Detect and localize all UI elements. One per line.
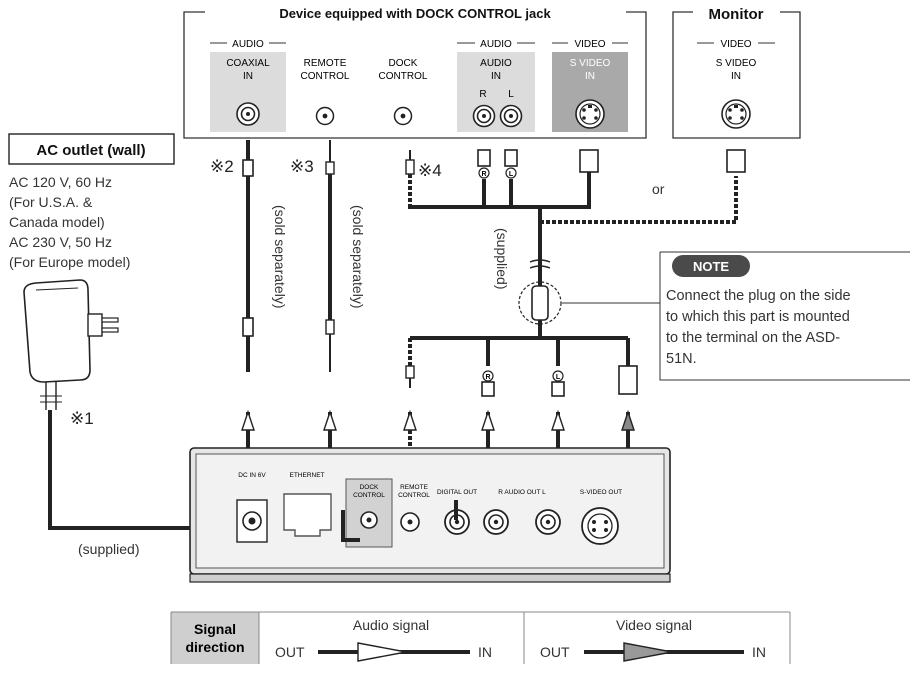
arrow-coaxial <box>241 409 255 431</box>
ac-outlet-section: AC outlet (wall) AC 120 V, 60 Hz (For U.… <box>8 133 175 270</box>
ac-adapter-icon <box>23 279 119 410</box>
sold-separately-label-1: (sold separately) <box>272 205 288 309</box>
svideo-out-jack <box>581 507 619 545</box>
ac-spec-line-5: (For Europe model) <box>9 254 130 270</box>
ac-outlet-title: AC outlet (wall) <box>36 142 145 159</box>
coaxial-in-jack <box>236 102 260 126</box>
device-box-title: Device equipped with DOCK CONTROL jack <box>279 6 551 21</box>
monitor-box: Monitor VIDEO S VIDEO IN <box>672 6 801 139</box>
note-badge-text: NOTE <box>693 259 729 274</box>
arrow-audio-l <box>551 409 565 431</box>
svideo-label: S VIDEO <box>570 58 611 69</box>
device-box: Device equipped with DOCK CONTROL jack A… <box>183 6 647 139</box>
av-cable-lower: R L <box>405 320 638 397</box>
or-label: or <box>652 181 665 197</box>
av-cable-upper: R L <box>405 149 746 335</box>
note-badge <box>672 255 750 277</box>
supplied-label-vertical: (supplied) <box>494 228 510 289</box>
legend-header-1: Signal <box>194 621 236 637</box>
legend-video-arrow <box>623 642 673 662</box>
legend-video-out: OUT <box>540 644 570 660</box>
remote-control-jack <box>315 106 335 126</box>
remote-label: REMOTE <box>304 58 347 69</box>
arrow-remote <box>323 409 337 431</box>
r-label: R <box>479 89 486 100</box>
audio-in-r-jack <box>472 104 496 128</box>
svideo-out-label: S-VIDEO OUT <box>580 489 622 496</box>
arrow-dock <box>403 409 417 431</box>
audio-in-label: AUDIO <box>480 58 512 69</box>
coaxial-cable <box>242 140 254 372</box>
svideo-in-label: IN <box>585 71 595 82</box>
svg-text:R: R <box>485 374 490 381</box>
digital-out-label: DIGITAL OUT <box>437 489 477 496</box>
arrow-audio-r <box>481 409 495 431</box>
legend-audio-arrow <box>357 642 407 662</box>
note-callout: NOTE Connect the plug on the side to whi… <box>562 251 910 381</box>
supplied-adapter-label: (supplied) <box>78 541 139 557</box>
monitor-svideo-label: S VIDEO <box>716 58 757 69</box>
marker-1: ※1 <box>70 409 94 428</box>
svg-text:L: L <box>556 374 561 381</box>
audio-group2-label: AUDIO <box>480 39 512 50</box>
marker-2: ※2 <box>210 157 234 176</box>
remote-control-cable <box>325 140 335 372</box>
note-line-4: 51N. <box>666 351 697 367</box>
ac-spec-line-3: Canada model) <box>9 214 105 230</box>
dc-in-label: DC IN 6V <box>238 472 266 479</box>
svideo-in-jack <box>575 99 605 129</box>
dock-label: DOCK <box>389 58 418 69</box>
video-group-label: VIDEO <box>574 39 605 50</box>
rear-dock-control-label: CONTROL <box>353 492 385 499</box>
marker-4: ※4 <box>418 161 442 180</box>
legend-header-2: direction <box>185 639 244 655</box>
audio-in-in-label: IN <box>491 71 501 82</box>
marker-3: ※3 <box>290 157 314 176</box>
audio-in-panel <box>457 52 535 132</box>
svg-text:L: L <box>509 171 514 178</box>
rear-remote-control-label: CONTROL <box>398 492 430 499</box>
coaxial-label: COAXIAL <box>226 58 270 69</box>
note-line-3: to the terminal on the ASD- <box>666 330 840 346</box>
signal-legend: Signal direction Audio signal OUT IN Vid… <box>170 611 791 664</box>
ac-spec-line-1: AC 120 V, 60 Hz <box>9 174 112 190</box>
legend-video-title: Video signal <box>616 617 692 633</box>
legend-audio-in: IN <box>478 644 492 660</box>
coaxial-in-label: IN <box>243 71 253 82</box>
remote-control-label: CONTROL <box>301 71 350 82</box>
ac-spec-line-2: (For U.S.A. & <box>9 194 93 210</box>
legend-audio-title: Audio signal <box>353 617 429 633</box>
l-label: L <box>508 89 514 100</box>
ethernet-port <box>283 493 332 537</box>
note-line-2: to which this part is mounted <box>666 309 850 325</box>
ethernet-label: ETHERNET <box>289 472 324 479</box>
arrow-video <box>621 409 635 431</box>
rear-dock-label: DOCK <box>360 484 379 491</box>
monitor-video-label: VIDEO <box>720 39 751 50</box>
audio-out-label: R AUDIO OUT L <box>498 489 546 496</box>
audio-group-label: AUDIO <box>232 39 264 50</box>
svg-text:R: R <box>481 171 486 178</box>
dock-control-label: CONTROL <box>379 71 428 82</box>
rear-remote-label: REMOTE <box>400 484 428 491</box>
monitor-svideo-jack <box>721 99 751 129</box>
ac-cable <box>48 410 250 530</box>
rear-panel: DC IN 6V ETHERNET DOCK CONTROL REMOTE CO… <box>189 447 671 583</box>
monitor-svideo-in-label: IN <box>731 71 741 82</box>
legend-audio-out: OUT <box>275 644 305 660</box>
monitor-title: Monitor <box>709 6 764 23</box>
legend-video-in: IN <box>752 644 766 660</box>
note-line-1: Connect the plug on the side <box>666 288 851 304</box>
ac-spec-line-4: AC 230 V, 50 Hz <box>9 234 112 250</box>
sold-separately-label-2: (sold separately) <box>350 205 366 309</box>
dock-control-jack <box>393 106 413 126</box>
audio-in-l-jack <box>499 104 523 128</box>
